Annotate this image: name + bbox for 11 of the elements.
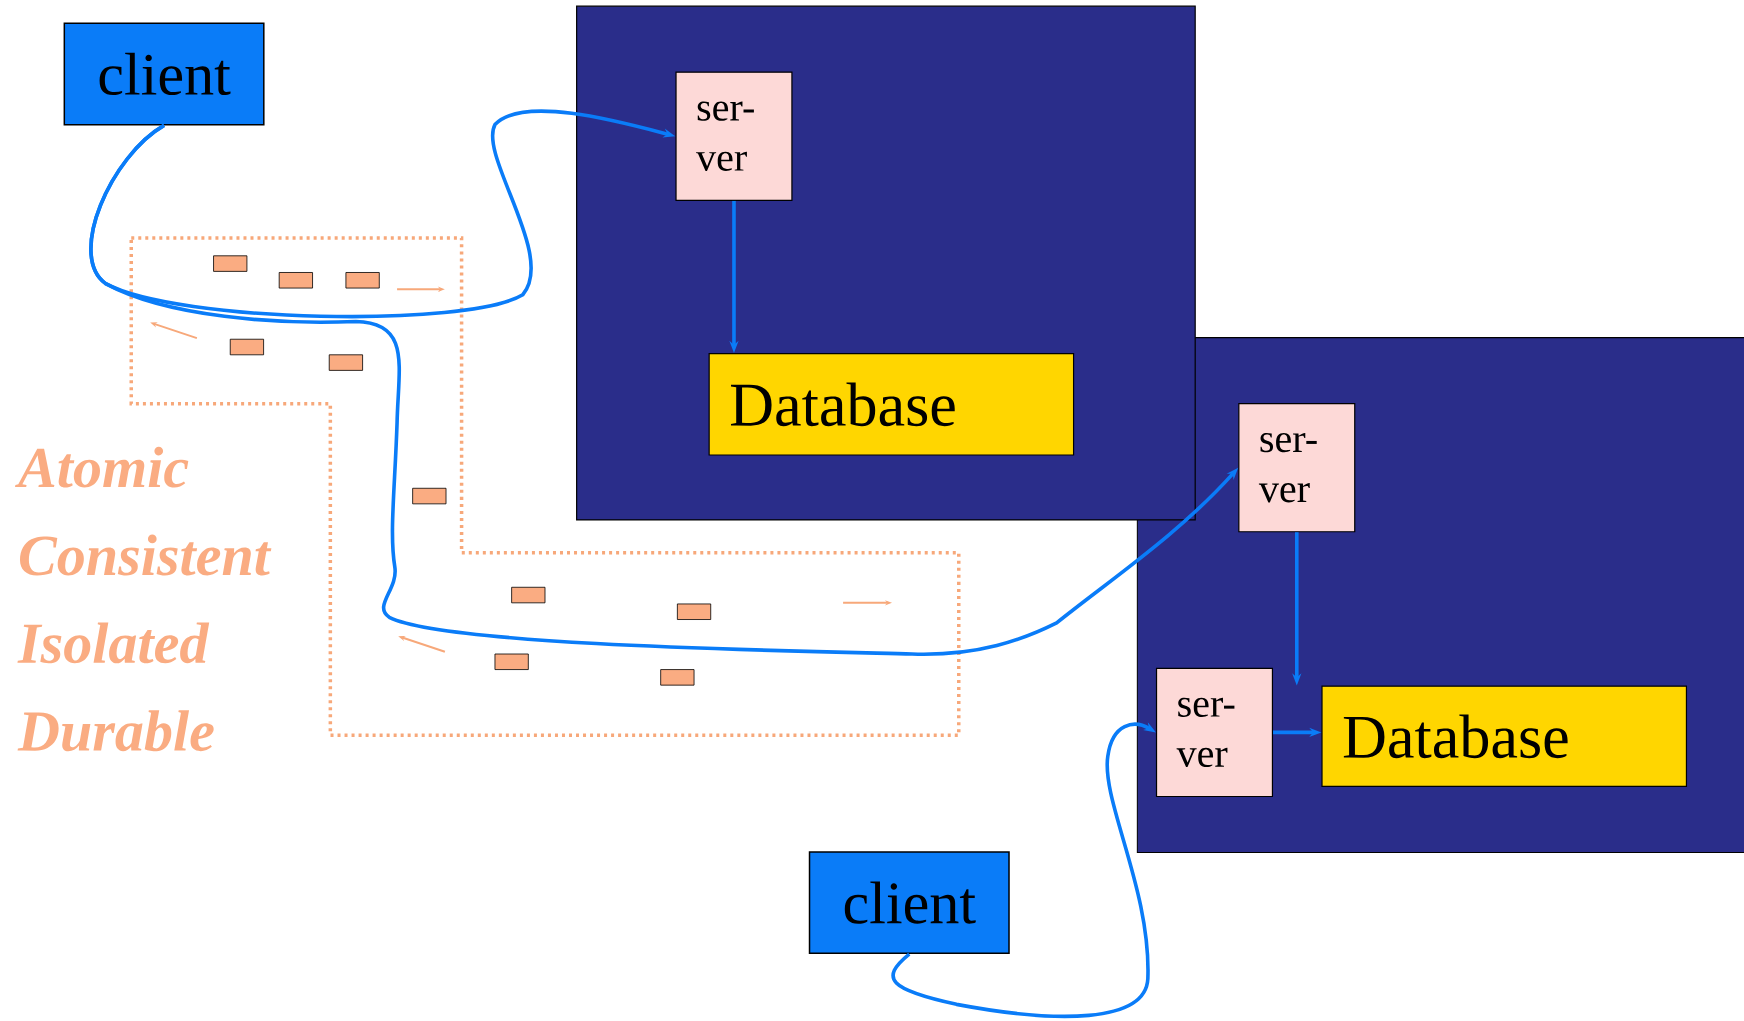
client-box: client xyxy=(808,851,1010,955)
property-label: Atomic xyxy=(15,446,189,488)
server-box: ser- ver xyxy=(675,71,793,201)
server-box: ser- ver xyxy=(1155,667,1274,798)
property-label: Durable xyxy=(17,710,214,752)
database-box: Database xyxy=(708,352,1075,456)
property-label: Isolated xyxy=(17,622,210,664)
server-box: ser- ver xyxy=(1238,403,1356,533)
database-box: Database xyxy=(1321,685,1688,788)
client-box: client xyxy=(63,22,265,126)
property-label: Consistent xyxy=(20,534,272,576)
